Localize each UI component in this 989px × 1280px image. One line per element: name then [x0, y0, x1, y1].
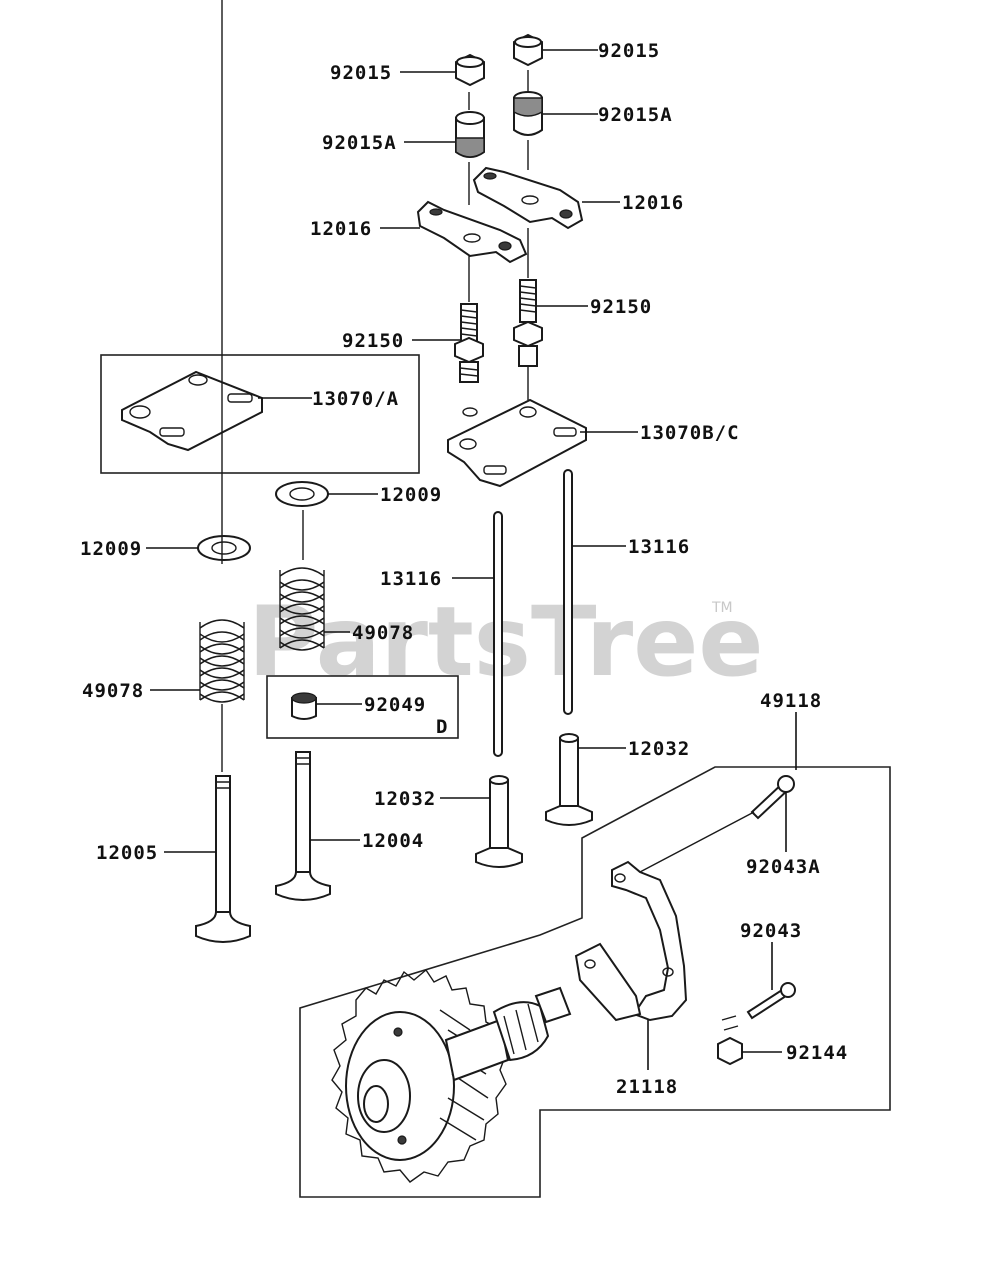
label-12009-left: 12009 [80, 538, 142, 560]
label-92150-right: 92150 [590, 296, 652, 318]
valve-spring-49078-right [279, 567, 325, 651]
valve-12004 [275, 751, 331, 901]
label-13070bc: 13070B/C [640, 422, 740, 444]
bolt-92043a [639, 775, 795, 873]
valve-spring-49078-left [199, 619, 245, 703]
label-49118: 49118 [760, 690, 822, 712]
spring-retainer-12009-left [197, 535, 251, 561]
label-12016-right: 12016 [622, 192, 684, 214]
guide-plate-13070a [121, 370, 263, 452]
label-21118: 21118 [616, 1076, 678, 1098]
inset-box-13070a [100, 354, 420, 474]
camshaft [444, 986, 572, 1082]
label-13116-left: 13116 [380, 568, 442, 590]
governor-arm-21118 [574, 860, 688, 1022]
tappet-12032-left [475, 775, 523, 868]
rocker-arm-12016-right [472, 166, 584, 230]
leader-lines [146, 49, 797, 1070]
stud-92150-right [513, 279, 543, 367]
guide-plate-13070bc [447, 398, 587, 488]
nut-92144 [717, 1015, 743, 1066]
pivot-92015a-left [455, 111, 485, 158]
label-92150-left: 92150 [342, 330, 404, 352]
label-92015-left: 92015 [330, 62, 392, 84]
inset-box-option-d [266, 675, 459, 739]
label-92049: 92049 [364, 694, 426, 716]
rocker-arm-12016-left [416, 200, 528, 264]
label-92144: 92144 [786, 1042, 848, 1064]
valve-12005 [195, 775, 251, 943]
pivot-92015a-right [513, 91, 543, 136]
label-12032-right: 12032 [628, 738, 690, 760]
label-49078-right: 49078 [352, 622, 414, 644]
watermark-text: PartsTree [248, 586, 763, 698]
label-13116-right: 13116 [628, 536, 690, 558]
valve-seal-92049 [291, 692, 317, 720]
bolt-92043 [746, 982, 796, 1020]
nut-92015-right [513, 33, 543, 67]
label-12009-right: 12009 [380, 484, 442, 506]
label-92015a-right: 92015A [598, 104, 673, 126]
push-rod-13116-right [563, 469, 573, 715]
label-12032-left: 12032 [374, 788, 436, 810]
label-option-d: D [436, 716, 448, 738]
label-12004: 12004 [362, 830, 424, 852]
label-92043: 92043 [740, 920, 802, 942]
watermark-trademark: TM [711, 600, 733, 616]
camshaft-gear [331, 968, 507, 1183]
camshaft-group-box [299, 766, 891, 1198]
label-92015-right: 92015 [598, 40, 660, 62]
label-92015a-left: 92015A [322, 132, 397, 154]
label-13070a: 13070/A [312, 388, 399, 410]
nut-92015-left [455, 53, 485, 87]
push-rod-13116-left [493, 511, 503, 757]
stud-92150-left [454, 303, 484, 383]
label-49078-left: 49078 [82, 680, 144, 702]
spring-retainer-12009-right [275, 481, 329, 507]
label-12016-left: 12016 [310, 218, 372, 240]
label-12005: 12005 [96, 842, 158, 864]
tappet-12032-right [545, 733, 593, 826]
label-92043a: 92043A [746, 856, 821, 878]
